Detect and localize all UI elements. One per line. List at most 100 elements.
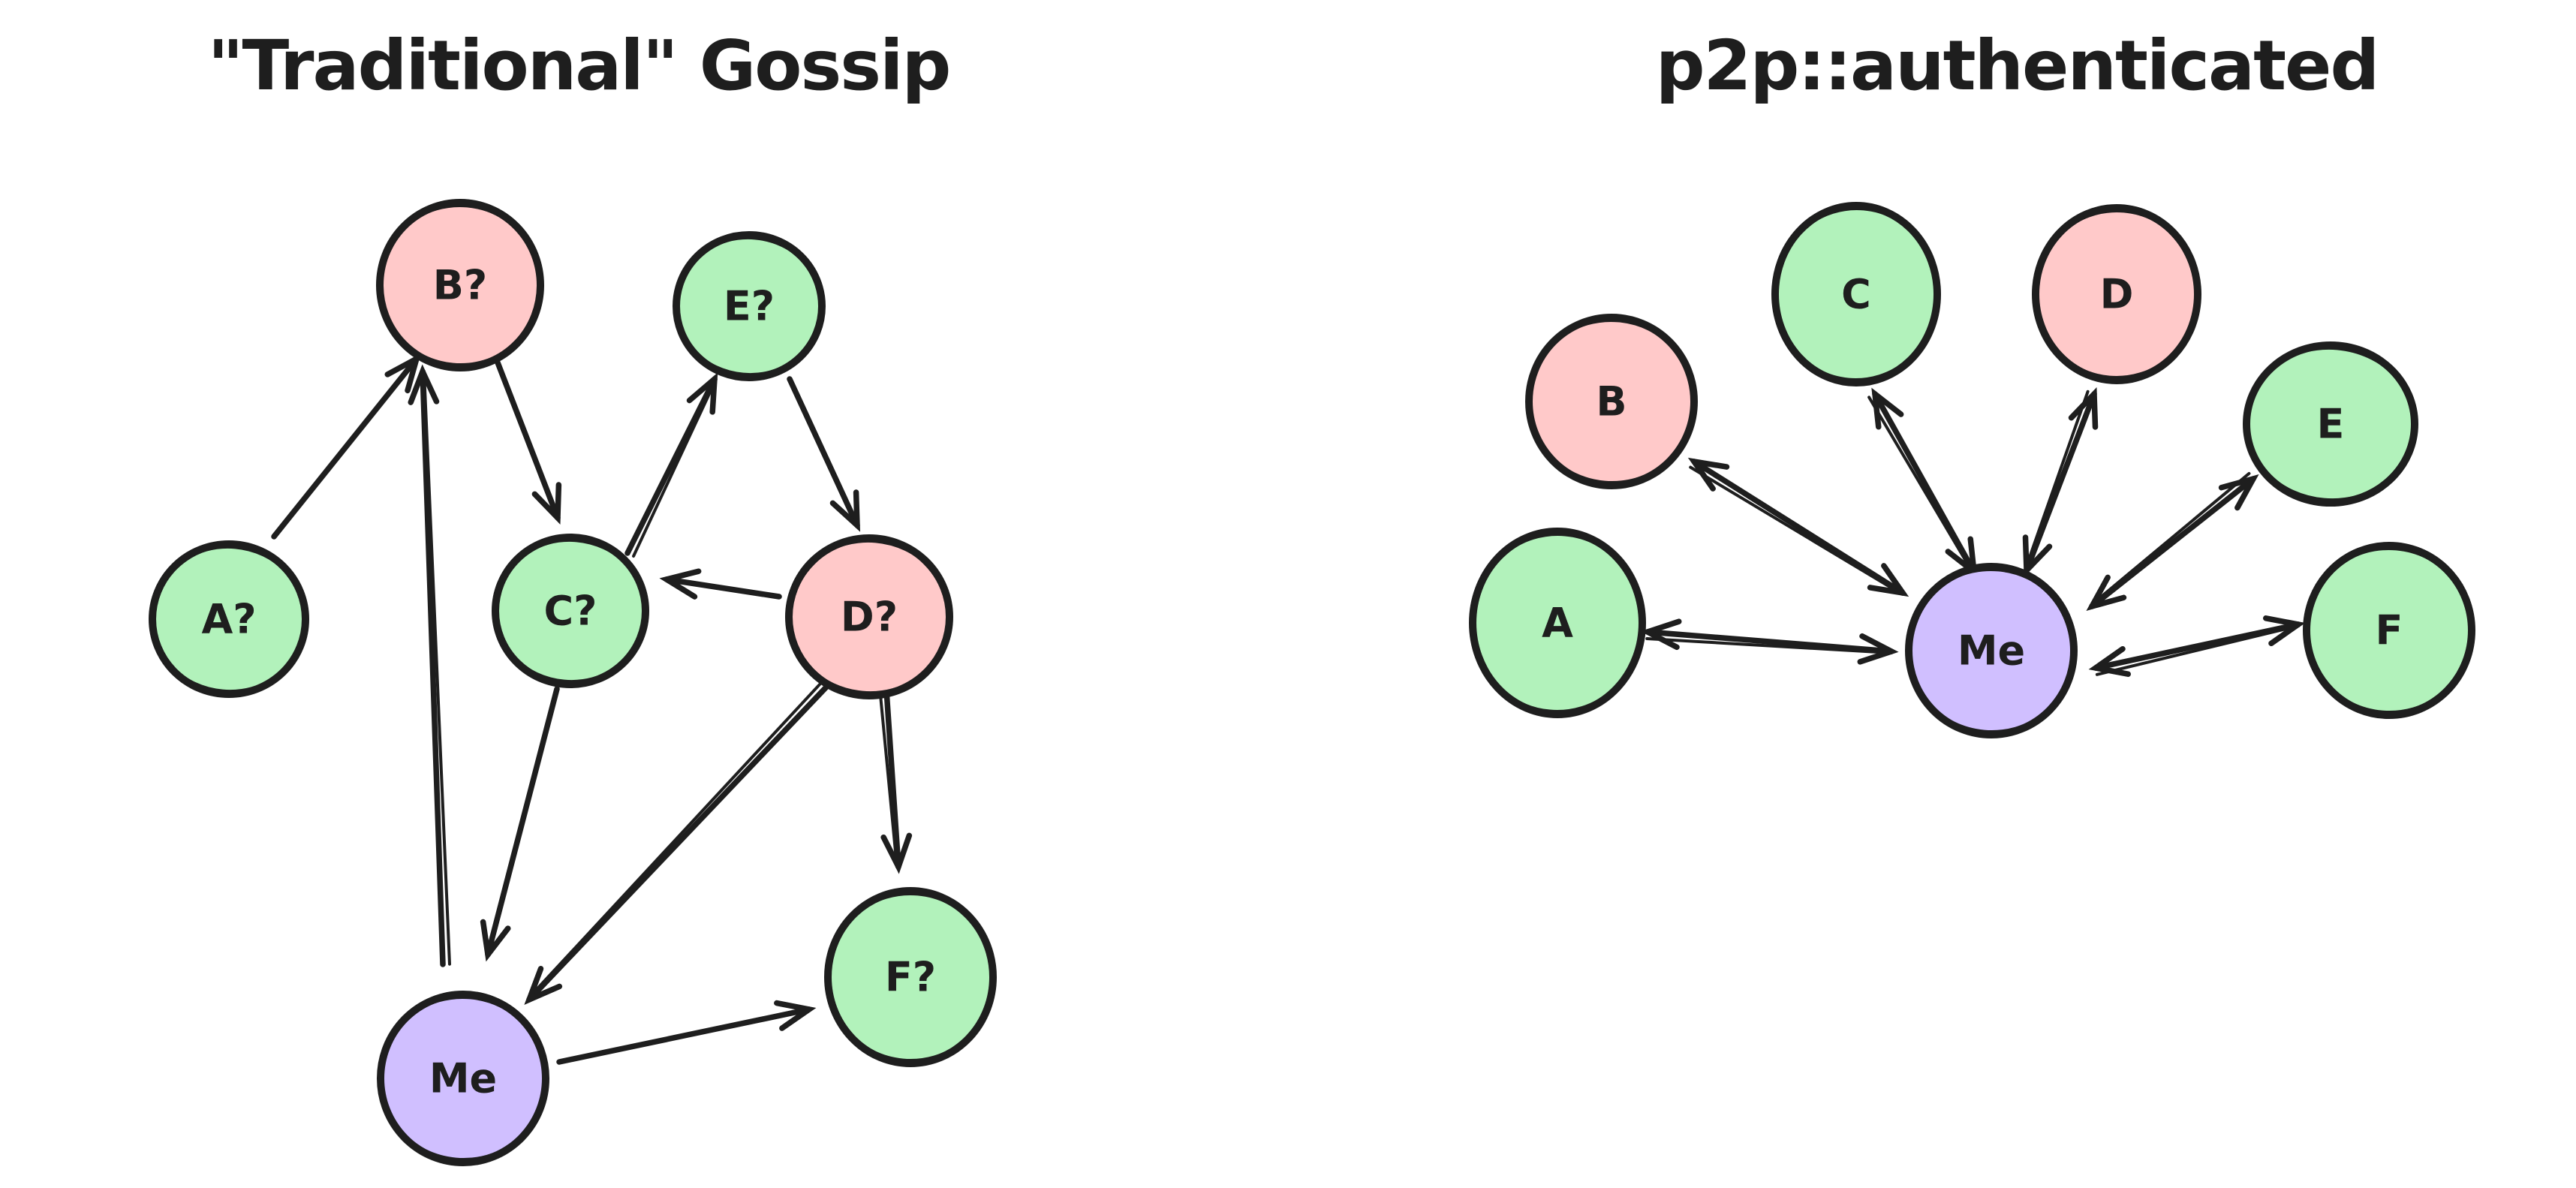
node-label: D? xyxy=(841,594,898,641)
edge-C-to-E xyxy=(624,372,718,558)
arrowhead-end xyxy=(524,966,563,1005)
edge-line xyxy=(271,356,420,540)
node-circle-sketch xyxy=(1771,207,1941,381)
arrowhead-end xyxy=(686,372,718,415)
arrowhead-start xyxy=(2068,387,2099,430)
node-circle-sketch xyxy=(2032,209,2201,379)
edge-line-sketch xyxy=(526,675,829,1000)
arrowhead-end xyxy=(408,364,440,405)
arrowhead-end xyxy=(2022,534,2053,577)
node-label: E xyxy=(2317,401,2345,448)
edge-E-to-D xyxy=(787,376,861,532)
node-circle-sketch xyxy=(149,545,308,693)
edge-line xyxy=(1872,391,1977,575)
edge-Me-to-F xyxy=(556,1000,817,1065)
node-circle-sketch xyxy=(2243,346,2418,502)
node-label: F? xyxy=(885,954,936,1001)
node-circle-sketch xyxy=(378,995,549,1162)
edge-line-sketch xyxy=(877,678,899,869)
p2p-authenticated: A B C D E F Me xyxy=(1469,202,2475,738)
traditional-gossip: A? B? C? D? E? F? Me xyxy=(149,199,997,1166)
node-A: A? xyxy=(149,540,309,698)
arrowhead-end xyxy=(2263,615,2306,647)
edge-B-to-Me xyxy=(1687,457,1909,597)
node-label: A? xyxy=(201,596,256,643)
arrowhead-end xyxy=(531,482,562,525)
node-D: D xyxy=(2032,204,2201,384)
node-D: D? xyxy=(785,534,953,699)
edge-line-sketch xyxy=(2089,471,2251,607)
node-E: E xyxy=(2243,341,2418,507)
node-B: B? xyxy=(376,199,544,371)
edge-line xyxy=(624,376,718,556)
edge-E-to-Me xyxy=(2086,471,2259,611)
node-circle-sketch xyxy=(825,892,996,1063)
node-circle-sketch xyxy=(1526,318,1697,485)
edge-line xyxy=(556,1006,812,1065)
node-circle xyxy=(1469,528,1646,718)
edge-line-sketch xyxy=(2095,624,2301,676)
edge-line-sketch xyxy=(1645,636,1893,654)
node-C: C? xyxy=(492,534,649,688)
node-label: A xyxy=(1542,600,1573,647)
node-F: F xyxy=(2303,542,2475,719)
node-circle-sketch xyxy=(1469,533,1646,713)
edge-C-to-Me xyxy=(1867,387,1978,579)
node-circle xyxy=(2032,204,2201,384)
arrowhead-end xyxy=(774,1000,817,1031)
edge-Me-to-F xyxy=(2088,615,2306,677)
node-circle xyxy=(1771,202,1941,386)
edge-line-sketch xyxy=(2024,389,2090,572)
edge-Me-to-B xyxy=(408,364,451,967)
edge-B-to-C xyxy=(495,359,562,525)
edge-D-to-F xyxy=(877,676,913,874)
edge-D-to-C xyxy=(659,568,782,600)
node-E: E? xyxy=(673,231,826,381)
edge-line xyxy=(2093,621,2301,671)
edge-line xyxy=(2024,391,2097,573)
node-Me: Me xyxy=(377,991,549,1166)
node-B: B xyxy=(1525,314,1698,489)
arrowhead-end xyxy=(1867,563,1909,597)
diagram-title-p2p-authenticated: p2p::authenticated xyxy=(1655,26,2380,106)
node-label: F xyxy=(2376,607,2403,654)
node-A: A xyxy=(1469,528,1646,718)
arrowhead-start xyxy=(1687,457,1730,492)
edge-line-sketch xyxy=(1867,395,1975,574)
arrowhead-end xyxy=(480,919,511,962)
node-label: D xyxy=(2100,271,2134,318)
arrowhead-end xyxy=(2086,574,2127,611)
edge-line xyxy=(2089,476,2256,609)
node-circle-sketch xyxy=(673,236,825,377)
arrowhead-start xyxy=(2218,474,2259,511)
edge-line xyxy=(420,368,446,967)
node-label: C xyxy=(1841,271,1871,318)
edge-line-sketch xyxy=(632,377,718,558)
node-Me: Me xyxy=(1905,563,2078,738)
node-circle xyxy=(824,887,997,1067)
node-circle-sketch xyxy=(786,539,952,695)
arrowhead-start xyxy=(1640,618,1682,651)
arrowhead-start xyxy=(1871,387,1904,430)
edge-A-to-B xyxy=(271,353,422,540)
node-label: Me xyxy=(429,1055,497,1102)
node-label: B? xyxy=(433,262,487,309)
edge-line xyxy=(495,359,561,521)
node-F: F? xyxy=(824,887,997,1067)
edge-C-to-Me xyxy=(480,686,560,962)
edge-D-to-Me xyxy=(2022,387,2099,577)
node-label: E? xyxy=(724,283,775,330)
edge-line xyxy=(664,576,782,600)
arrowhead-start xyxy=(2088,645,2131,677)
edge-line xyxy=(883,676,901,870)
node-circle-sketch xyxy=(1906,567,2077,734)
edge-line xyxy=(526,678,835,1003)
arrowhead-end xyxy=(829,489,861,532)
arrowhead-end xyxy=(880,832,913,874)
arrowhead-end xyxy=(659,568,702,600)
edge-line xyxy=(1691,459,1906,596)
edge-line xyxy=(485,686,560,958)
